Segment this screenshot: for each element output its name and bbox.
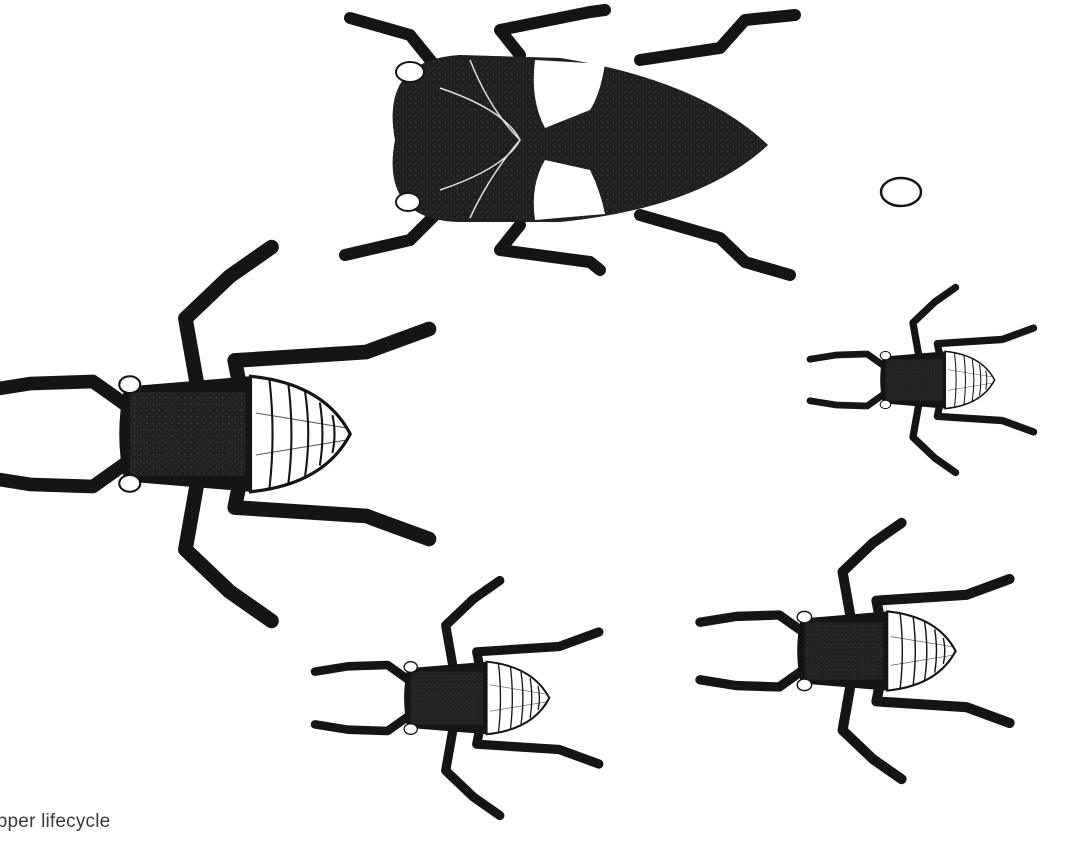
nymph-bottom-right: [700, 523, 1010, 779]
adult-insect: [345, 10, 795, 275]
egg: [881, 178, 921, 206]
nymph-small: [810, 287, 1034, 472]
caption: opper lifecycle: [0, 811, 110, 833]
nymph-bottom-center: [315, 581, 599, 816]
nymph-large: [0, 247, 429, 621]
